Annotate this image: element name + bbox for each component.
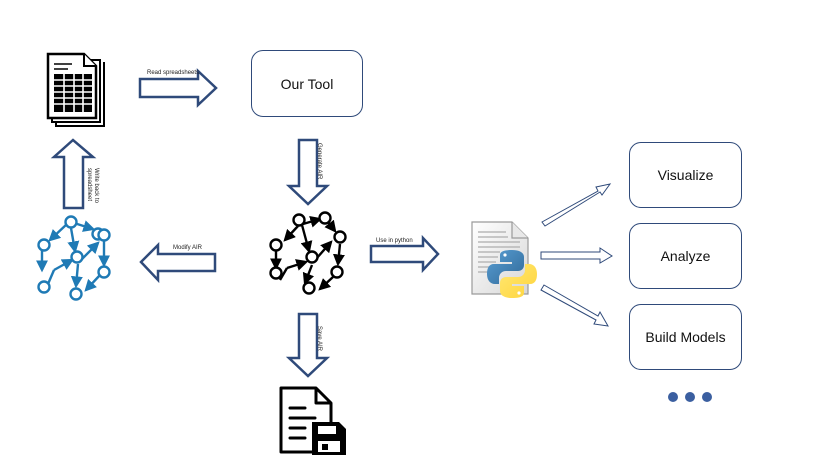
- use-in-python-arrow: [369, 234, 440, 274]
- generate-air-label: Generate AIR: [316, 143, 322, 180]
- write-back-label: Write back to spreadsheet: [86, 168, 99, 203]
- analyze-label: Analyze: [660, 248, 711, 264]
- our-tool-label: Our Tool: [280, 75, 334, 92]
- read-spreadsheets-arrow: [138, 68, 218, 108]
- ellipsis-icon: [668, 392, 712, 402]
- ellipsis-dot: [702, 392, 712, 402]
- to-visualize-arrow: [541, 183, 612, 227]
- modify-air-arrow: [139, 241, 217, 284]
- read-spreadsheets-label: Read spreadsheets: [147, 70, 200, 76]
- to-analyze-arrow: [540, 247, 613, 264]
- ellipsis-dot: [668, 392, 678, 402]
- use-in-python-label: Use in python: [376, 238, 413, 244]
- analyze-node: Analyze: [629, 223, 742, 289]
- save-air-label: Save AIR: [316, 326, 322, 352]
- generate-air-arrow: [285, 138, 331, 206]
- our-tool-node: Our Tool: [251, 50, 363, 117]
- build-models-node: Build Models: [629, 304, 742, 370]
- save-air-arrow: [285, 312, 331, 378]
- write-back-arrow: [50, 138, 97, 210]
- modify-air-label: Modify AIR: [173, 245, 203, 251]
- to-build-models-arrow: [540, 284, 609, 327]
- ellipsis-dot: [685, 392, 695, 402]
- visualize-label: Visualize: [657, 167, 714, 183]
- visualize-node: Visualize: [629, 142, 742, 208]
- build-models-label: Build Models: [645, 329, 726, 345]
